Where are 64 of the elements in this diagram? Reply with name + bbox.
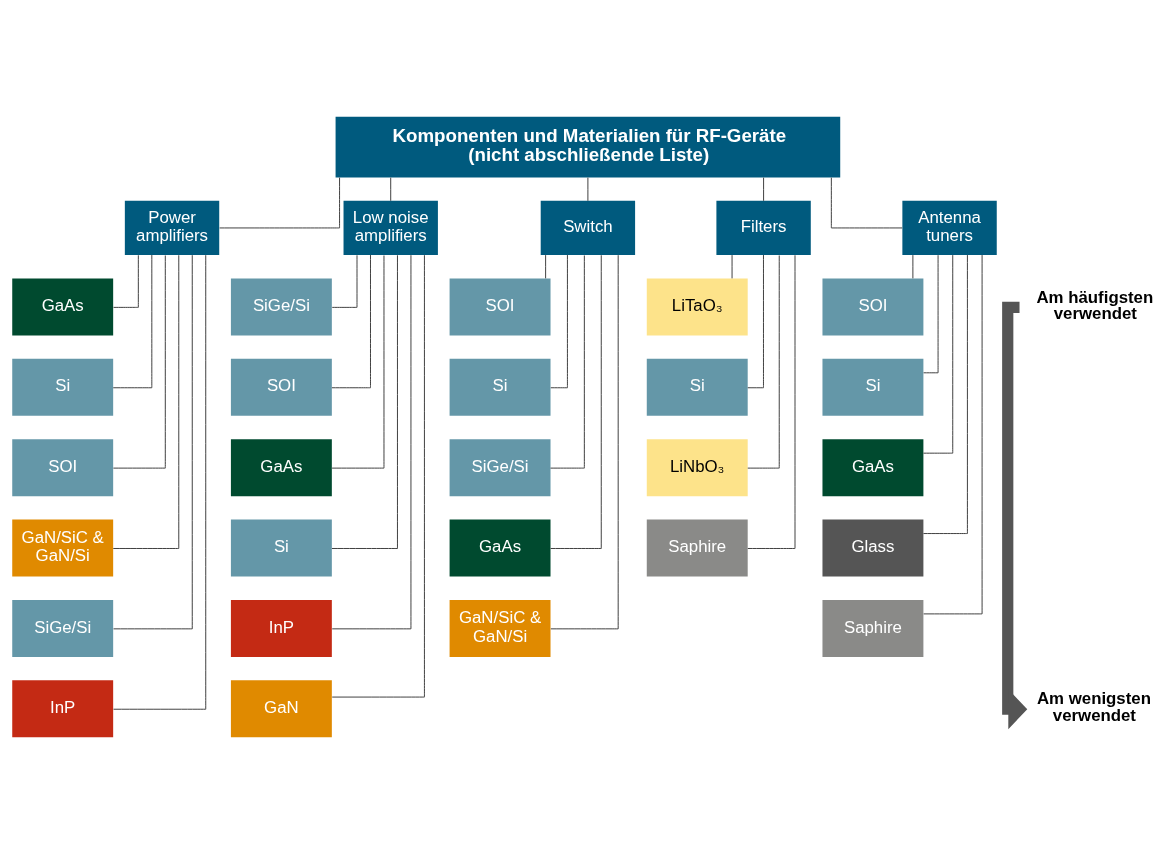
connector — [747, 254, 764, 388]
node-box: GaN — [230, 679, 332, 737]
node-box: GaAs — [230, 438, 332, 496]
connector — [545, 254, 547, 279]
node-box: GaAs — [12, 277, 114, 335]
connector — [923, 254, 954, 454]
connector — [219, 176, 340, 228]
node-box: GaN/SiC & GaN/Si — [12, 519, 114, 576]
node-box: GaAs — [822, 438, 924, 496]
node-box: SOI — [12, 438, 114, 496]
connector — [113, 254, 139, 308]
node-box: SOI — [449, 277, 551, 335]
node-box: Switch — [540, 200, 636, 255]
connector — [331, 254, 398, 549]
node-box: Si — [12, 358, 114, 416]
node-box: Antenna tuners — [902, 200, 997, 255]
connector — [587, 176, 589, 201]
node-box: SOI — [230, 358, 332, 416]
node-box: LiTaO₃ — [646, 277, 748, 335]
node-box: Si — [449, 358, 551, 416]
connector — [923, 254, 968, 534]
connector — [923, 254, 983, 614]
node-box: Saphire — [822, 599, 924, 657]
label: Am wenigsten verwendet — [1036, 688, 1151, 725]
node-box: GaN/SiC & GaN/Si — [449, 599, 551, 657]
connector — [331, 254, 371, 388]
node-box: Si — [230, 519, 332, 576]
node-box: Si — [822, 358, 924, 416]
connector — [113, 254, 193, 629]
node-box: LiNbO₃ — [646, 438, 748, 496]
connector — [731, 254, 733, 279]
connector — [550, 254, 619, 629]
connector — [747, 254, 796, 549]
node-box: SiGe/Si — [230, 277, 332, 335]
connector — [112, 254, 153, 388]
node-box: Komponenten und Materialien für RF-Geräte (nicht abschließende Liste) — [335, 116, 841, 177]
connector — [550, 254, 568, 388]
node-box: Glass — [822, 519, 924, 576]
node-box: InP — [230, 599, 332, 657]
connector — [912, 254, 914, 279]
connector — [550, 254, 602, 549]
label: Am häufigsten verwendet — [1036, 287, 1154, 323]
node-box: InP — [12, 679, 114, 737]
connector — [830, 176, 903, 228]
node-box: SiGe/Si — [449, 438, 551, 496]
node-box: SiGe/Si — [12, 599, 114, 657]
connector — [763, 176, 765, 201]
connector — [331, 254, 358, 308]
node-box: Si — [646, 358, 748, 416]
connector — [112, 254, 166, 469]
node-box: Power amplifiers — [124, 200, 220, 255]
connector — [331, 254, 385, 469]
connector — [550, 254, 585, 469]
node-box: GaAs — [449, 519, 551, 576]
connector — [747, 254, 780, 469]
connector — [331, 254, 425, 698]
connector — [331, 254, 412, 629]
connector — [112, 254, 180, 549]
node-box: Saphire — [646, 519, 748, 576]
node-box: Filters — [716, 200, 811, 255]
connector — [113, 254, 207, 710]
node-box: SOI — [822, 277, 924, 335]
connector — [390, 176, 392, 201]
node-box: Low noise amplifiers — [343, 200, 438, 255]
